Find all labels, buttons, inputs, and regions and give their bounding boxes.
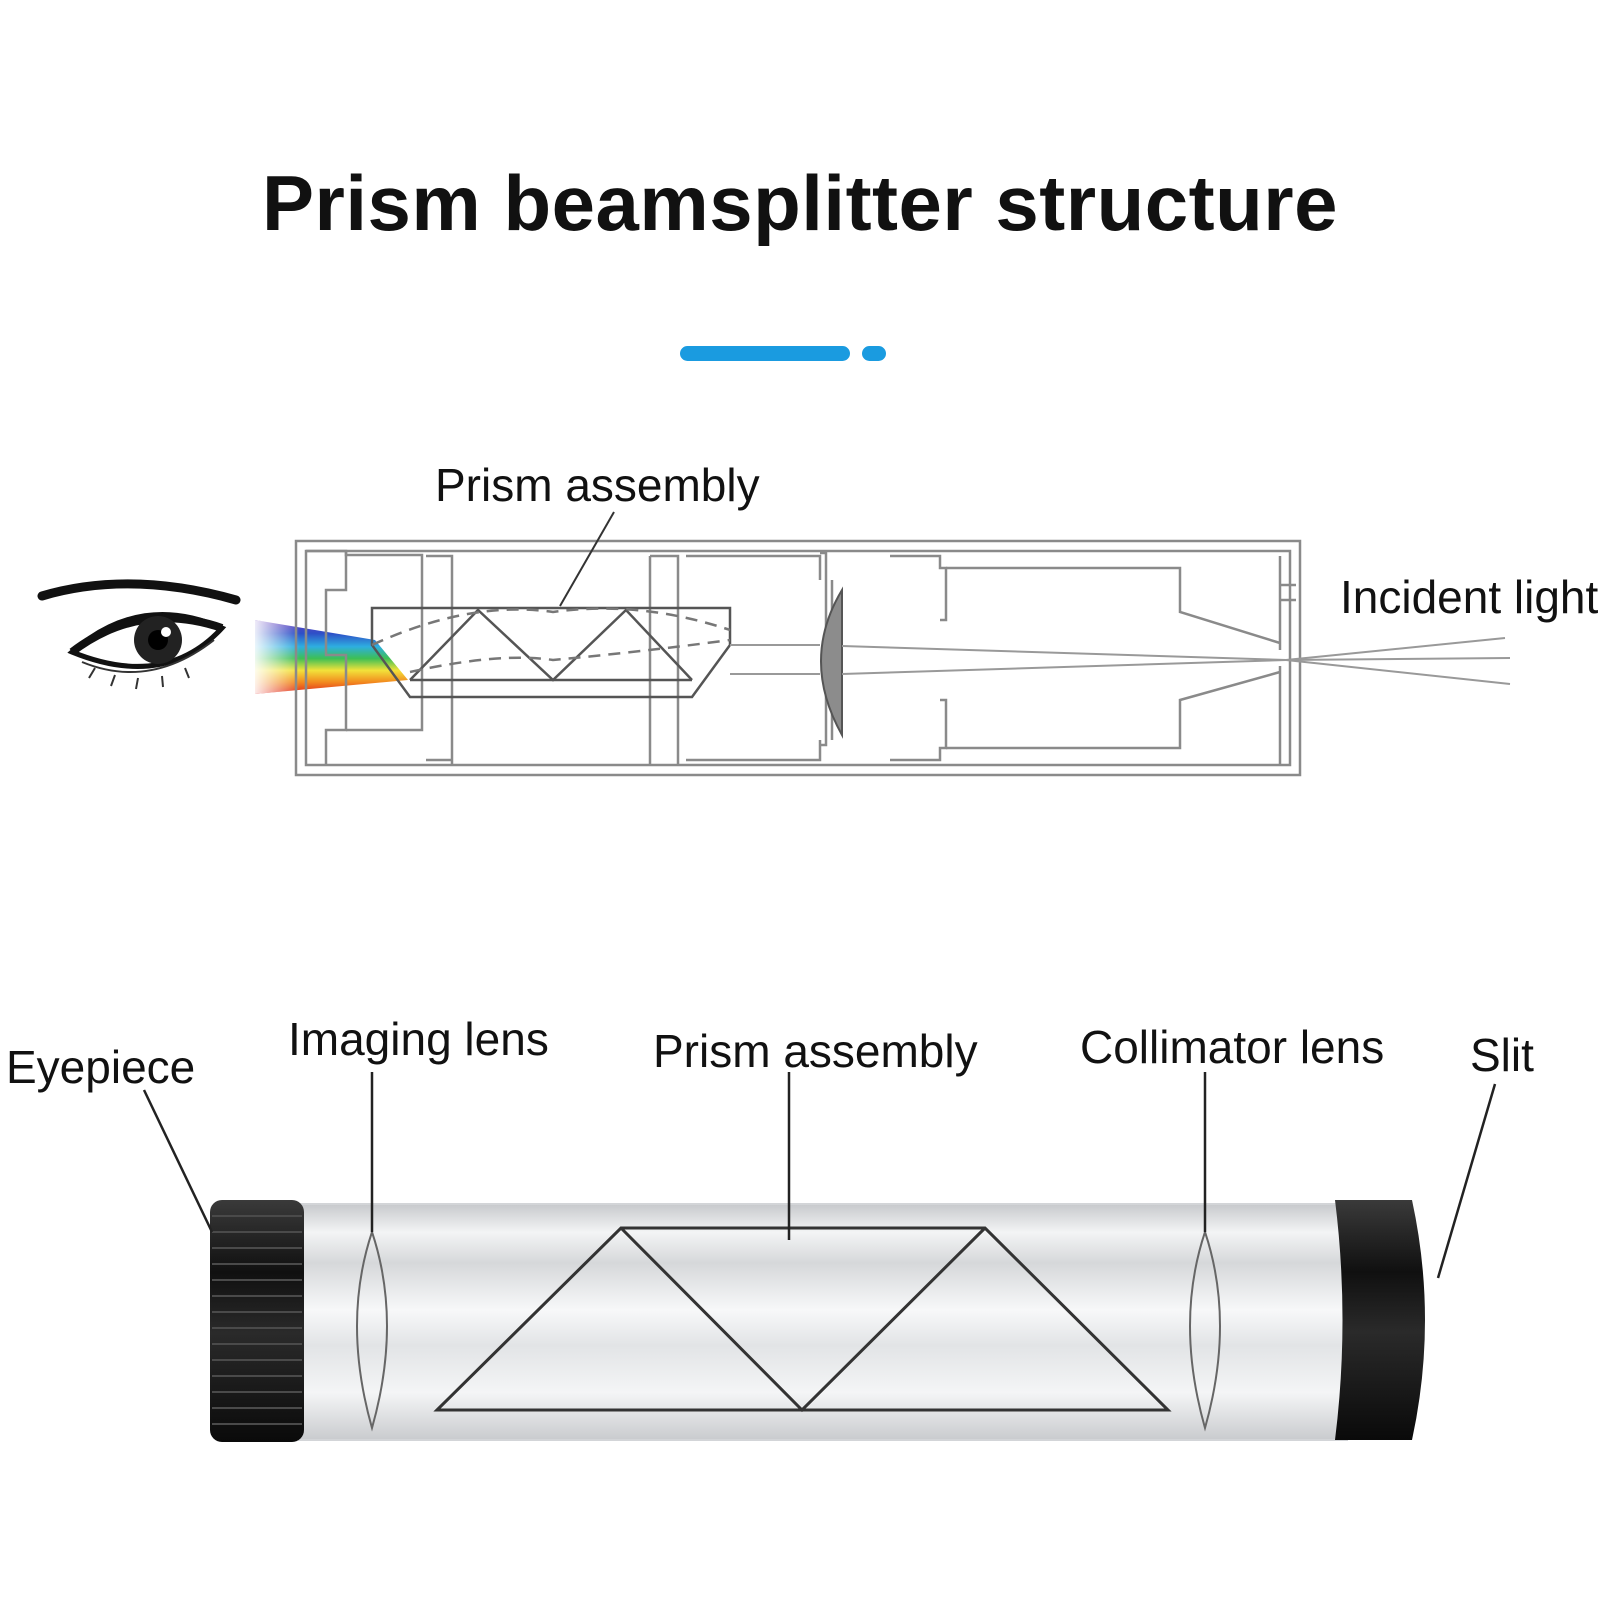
light-rays (730, 637, 1511, 685)
slit-label: Slit (1470, 1029, 1534, 1081)
eyepiece-label: Eyepiece (6, 1041, 196, 1093)
eyepiece-cap (210, 1200, 304, 1442)
incident-light-label: Incident light (1340, 571, 1599, 623)
accent-bar-short (862, 346, 886, 361)
accent-bar-long (680, 346, 850, 361)
spectrum-fan (255, 620, 408, 694)
collimator-lens (1189, 1228, 1221, 1432)
eye-icon (37, 579, 241, 690)
imaging-lens-label: Imaging lens (288, 1013, 549, 1065)
top-collimator-lens (820, 586, 843, 739)
bottom-tube-diagram (142, 1072, 1497, 1442)
bottom-prism-assembly-label: Prism assembly (653, 1025, 978, 1077)
collimator-lens-label: Collimator lens (1080, 1021, 1385, 1073)
top-prism-assembly-label: Prism assembly (435, 459, 760, 511)
page-title: Prism beamsplitter structure (261, 159, 1339, 247)
leader-lines (142, 1072, 1497, 1279)
bottom-prism-assembly (433, 1226, 1172, 1413)
top-prism-assembly (370, 606, 732, 699)
top-prism-leader (559, 511, 615, 607)
imaging-lens (356, 1228, 388, 1432)
slit-cap (1335, 1200, 1425, 1440)
housing-outline (294, 539, 1302, 777)
